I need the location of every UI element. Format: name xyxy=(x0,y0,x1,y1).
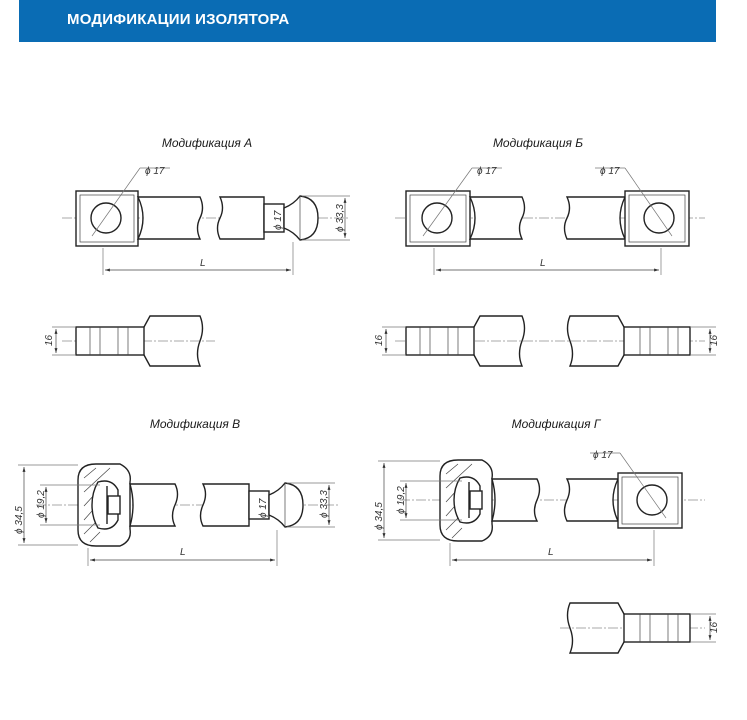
dim-v-neck: ϕ 17 xyxy=(258,498,269,518)
modification-b: Модификация Б ϕ 17 ϕ 17 L xyxy=(374,136,720,367)
caption-mod-a: Модификация А xyxy=(162,136,252,150)
mod-a-top-view: ϕ 17 L ϕ 33,3 ϕ 17 xyxy=(62,166,350,275)
dim-a-hole: ϕ 17 xyxy=(145,166,165,177)
mod-b-side-view: 16 16 xyxy=(374,315,720,367)
dim-b-hole-right: ϕ 17 xyxy=(600,166,620,177)
mod-g-top-view: ϕ 17 ϕ 34,5 ϕ 19,2 L xyxy=(374,450,705,566)
dim-v-outer: ϕ 34,5 xyxy=(14,506,25,534)
dim-g-hole: ϕ 17 xyxy=(593,450,613,461)
dim-g-inner: ϕ 19,2 xyxy=(396,486,407,514)
header-banner: МОДИФИКАЦИИ ИЗОЛЯТОРА xyxy=(19,0,716,42)
dim-v-inner: ϕ 19,2 xyxy=(36,490,47,518)
dim-g-thick: 16 xyxy=(709,621,720,633)
dim-a-head: ϕ 33,3 xyxy=(335,204,346,232)
dim-b-thick-right: 16 xyxy=(709,334,720,346)
modification-a: Модификация А ϕ 17 L ϕ 33,3 ϕ 17 xyxy=(44,136,350,367)
dim-a-thick: 16 xyxy=(44,334,55,346)
modification-v: Модификация В ϕ 34,5 ϕ 19,2 L xyxy=(14,417,340,566)
mod-b-top-view: ϕ 17 ϕ 17 L xyxy=(395,166,705,275)
dim-g-length: L xyxy=(548,547,554,558)
modification-g: Модификация Г ϕ 17 ϕ 34,5 ϕ 19,2 xyxy=(374,417,720,654)
dim-a-length: L xyxy=(200,258,206,269)
caption-mod-v: Модификация В xyxy=(150,417,240,431)
dim-g-outer: ϕ 34,5 xyxy=(374,502,385,530)
mod-g-side-view: 16 xyxy=(560,602,720,654)
dim-b-length: L xyxy=(540,258,546,269)
mod-a-side-view: 16 xyxy=(44,315,215,367)
caption-mod-g: Модификация Г xyxy=(512,417,602,431)
dim-b-thick-left: 16 xyxy=(374,334,385,346)
page-title: МОДИФИКАЦИИ ИЗОЛЯТОРА xyxy=(67,11,290,28)
dim-v-head: ϕ 33,3 xyxy=(319,490,330,518)
mod-v-top-view: ϕ 34,5 ϕ 19,2 L ϕ 33,3 ϕ 17 xyxy=(14,463,340,566)
caption-mod-b: Модификация Б xyxy=(493,136,583,150)
dim-a-neck: ϕ 17 xyxy=(273,210,284,230)
dim-v-length: L xyxy=(180,547,186,558)
dim-b-hole-left: ϕ 17 xyxy=(477,166,497,177)
